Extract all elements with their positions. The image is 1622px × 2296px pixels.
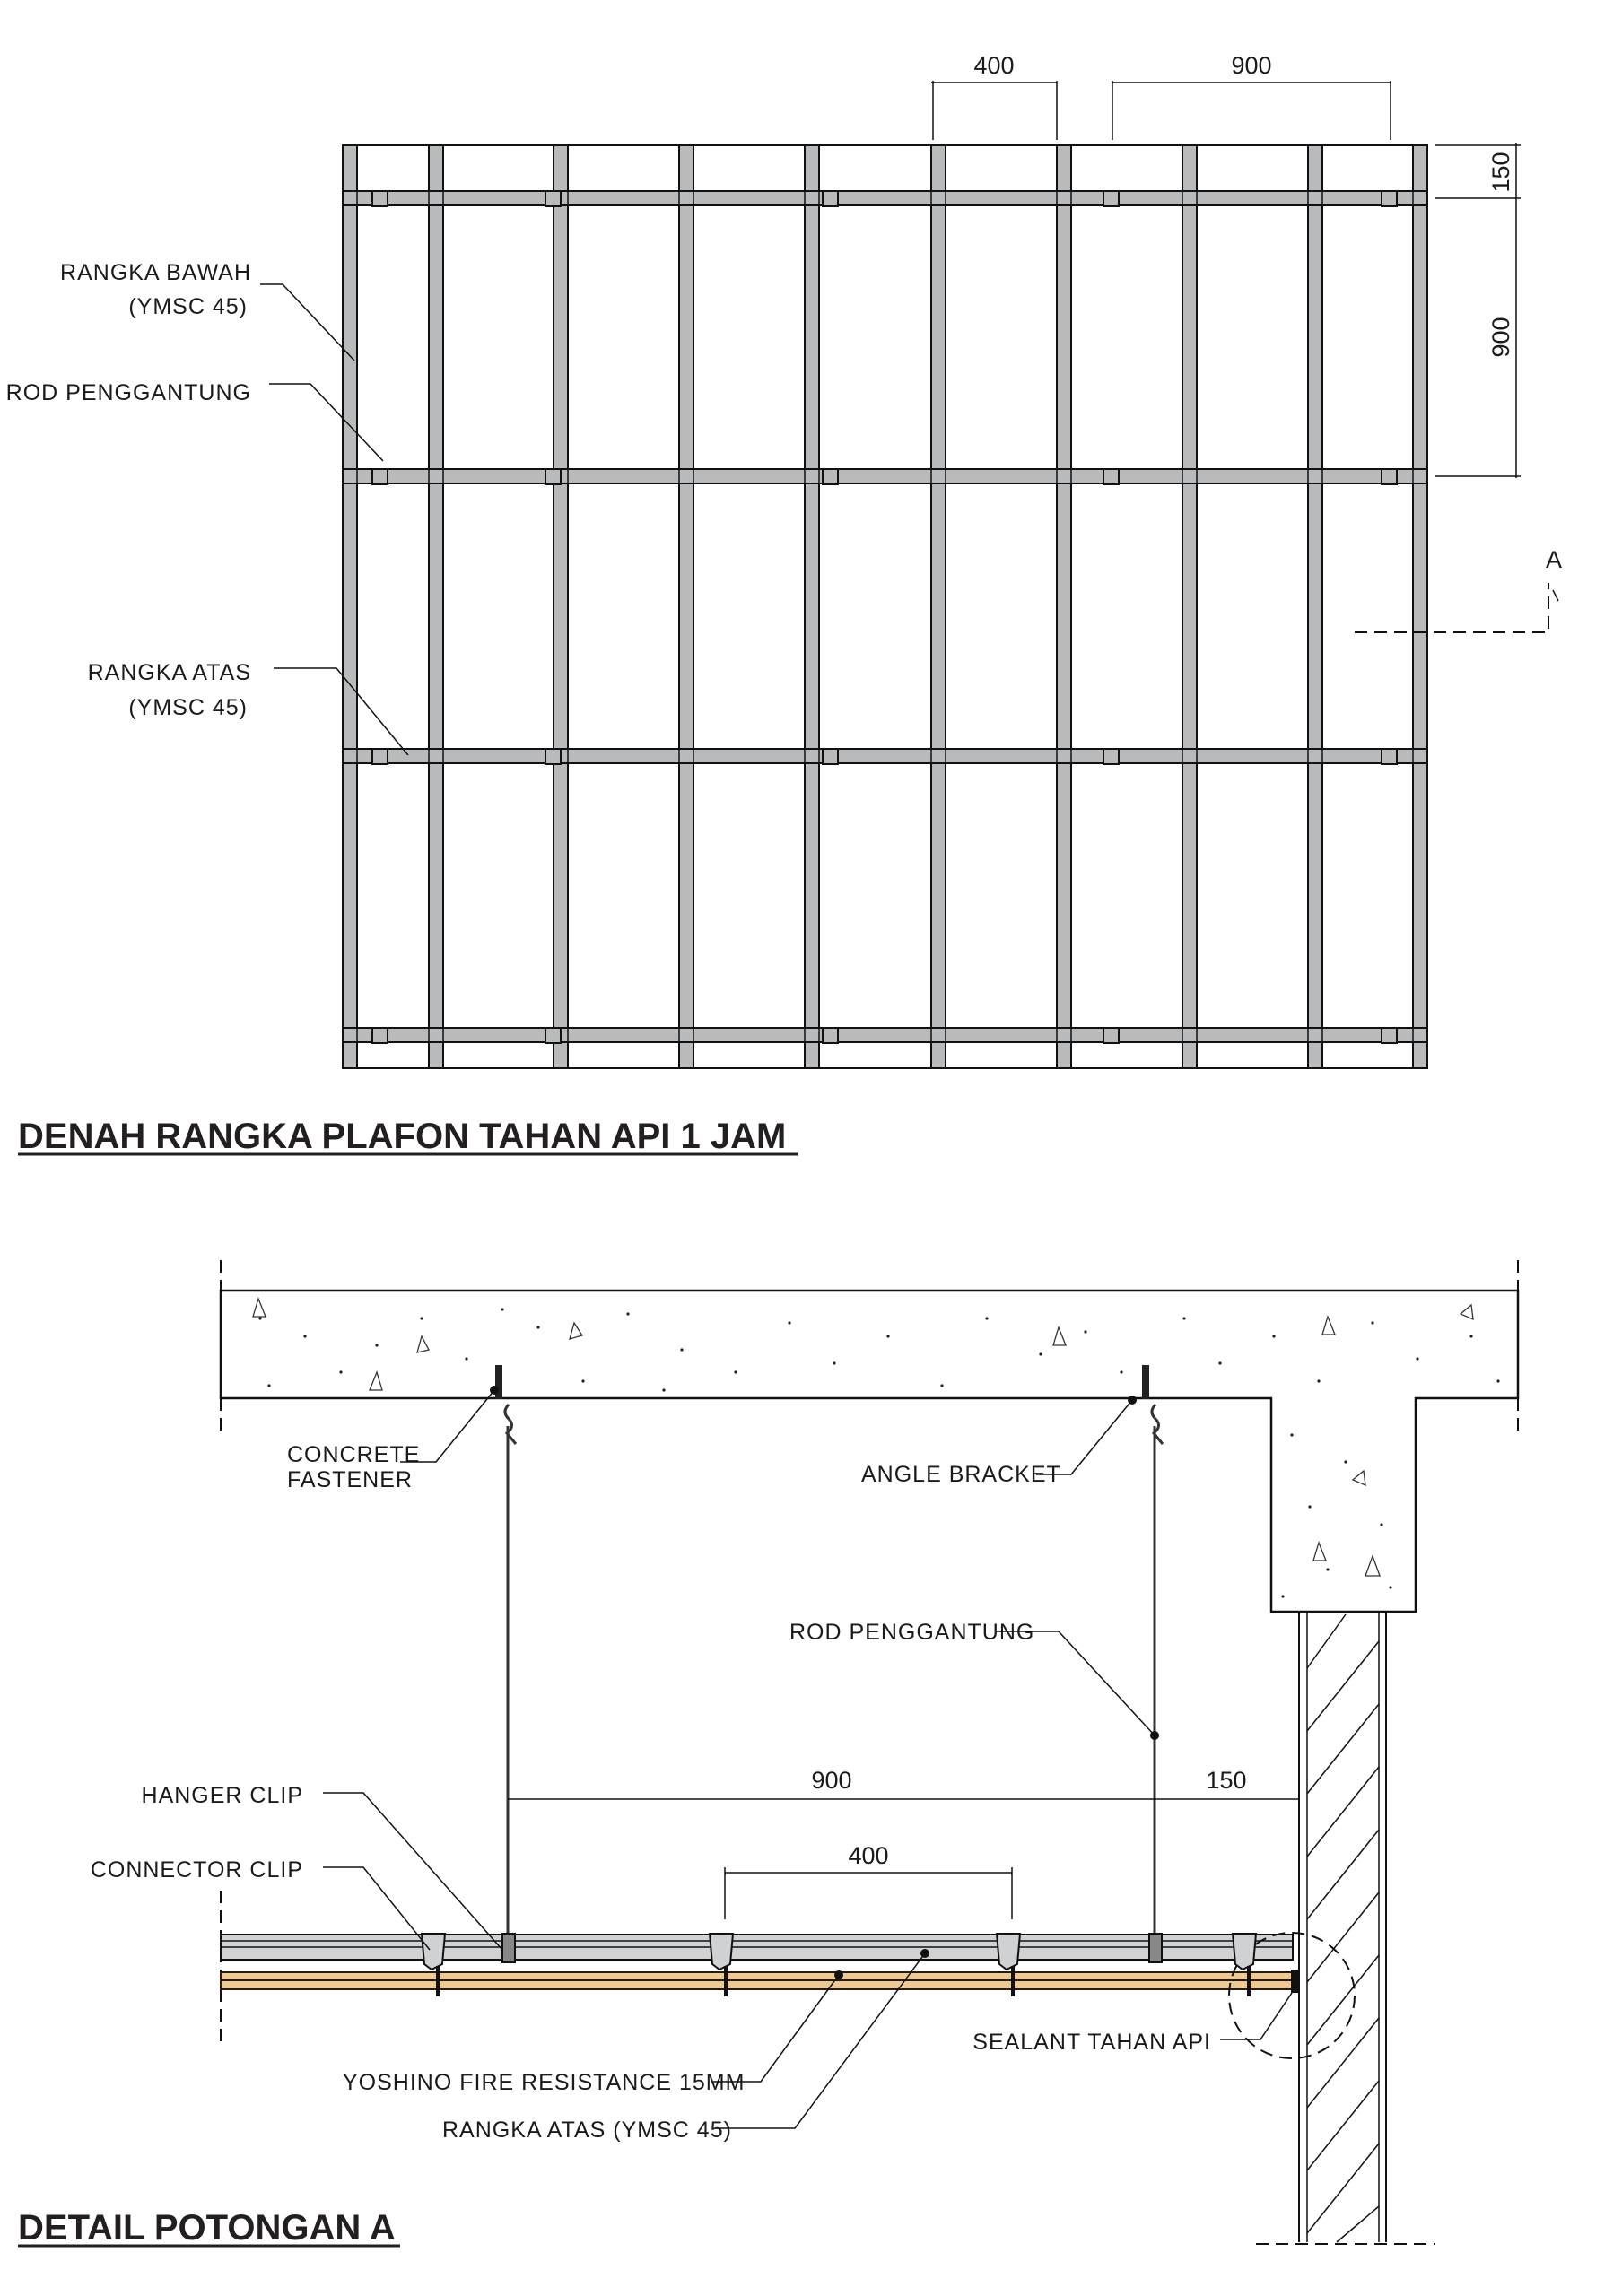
hanger-rod-left bbox=[503, 1403, 518, 1937]
upper-frame-bars bbox=[342, 190, 1428, 1043]
section-dimension-400: 400 bbox=[724, 1842, 1013, 1919]
screws bbox=[436, 1966, 1251, 1996]
label-rangka-atas-section: RANGKA ATAS (YMSC 45) bbox=[442, 1949, 929, 2143]
lower-frame-bars bbox=[342, 144, 1428, 1069]
detail-callout-circle bbox=[1228, 1932, 1356, 2059]
hanger-clips bbox=[501, 1933, 1163, 1963]
svg-text:CONNECTOR CLIP: CONNECTOR CLIP bbox=[91, 1857, 303, 1883]
svg-text:RANGKA BAWAH: RANGKA BAWAH bbox=[60, 260, 251, 285]
section-title: DETAIL POTONGAN A bbox=[18, 2208, 400, 2248]
hanger-rod-markers bbox=[371, 190, 1398, 1044]
hanger-rod-right bbox=[1150, 1403, 1164, 1937]
svg-text:ROD PENGGANTUNG: ROD PENGGANTUNG bbox=[789, 1620, 1034, 1645]
svg-text:A: A bbox=[1546, 546, 1562, 573]
label-rod-penggantung-plan: ROD PENGGANTUNG bbox=[6, 380, 384, 462]
svg-text:ANGLE BRACKET: ANGLE BRACKET bbox=[861, 1462, 1061, 1487]
svg-text:900: 900 bbox=[811, 1767, 851, 1794]
svg-text:DENAH RANGKA PLAFON TAHAN API: DENAH RANGKA PLAFON TAHAN API 1 JAM bbox=[18, 1117, 786, 1156]
svg-text:DETAIL POTONGAN A: DETAIL POTONGAN A bbox=[18, 2208, 396, 2248]
svg-text:150: 150 bbox=[1487, 152, 1514, 192]
svg-text:(YMSC 45): (YMSC 45) bbox=[128, 294, 248, 319]
fire-sealant bbox=[1291, 1970, 1300, 1993]
svg-text:150: 150 bbox=[1206, 1767, 1246, 1794]
plan-dimension-900-horizontal: 900 bbox=[1112, 52, 1391, 140]
label-concrete-fastener: CONCRETE FASTENER bbox=[287, 1389, 495, 1492]
svg-text:SEALANT TAHAN API: SEALANT TAHAN API bbox=[972, 2030, 1211, 2055]
partition-wall bbox=[1256, 1612, 1435, 2245]
upper-channel-ymsc45 bbox=[220, 1934, 1294, 1961]
svg-text:400: 400 bbox=[973, 52, 1014, 79]
svg-text:900: 900 bbox=[1231, 52, 1271, 79]
section-dimension-150: 150 bbox=[1155, 1767, 1299, 1800]
label-rangka-bawah: RANGKA BAWAH (YMSC 45) bbox=[60, 260, 355, 361]
label-rangka-atas-plan: RANGKA ATAS (YMSC 45) bbox=[88, 660, 409, 756]
label-sealant: SEALANT TAHAN API bbox=[972, 1992, 1293, 2055]
ceiling-frame-plan bbox=[342, 144, 1428, 1069]
section-dimension-900: 900 bbox=[508, 1767, 1155, 1800]
svg-text:HANGER CLIP: HANGER CLIP bbox=[142, 1783, 303, 1808]
label-rod-penggantung-section: ROD PENGGANTUNG bbox=[789, 1620, 1155, 1736]
svg-text:YOSHINO FIRE RESISTANCE 15MM: YOSHINO FIRE RESISTANCE 15MM bbox=[343, 2070, 745, 2095]
svg-text:RANGKA ATAS: RANGKA ATAS bbox=[88, 660, 251, 685]
label-hanger-clip: HANGER CLIP bbox=[142, 1783, 503, 1951]
label-board: YOSHINO FIRE RESISTANCE 15MM bbox=[343, 1970, 843, 2095]
svg-text:400: 400 bbox=[848, 1842, 888, 1869]
svg-text:(YMSC 45): (YMSC 45) bbox=[128, 695, 248, 720]
section-cut-marker: A bbox=[1355, 546, 1562, 633]
plan-dimension-vertical: 150 900 bbox=[1435, 144, 1521, 478]
label-connector-clip: CONNECTOR CLIP bbox=[91, 1857, 431, 1951]
svg-text:CONCRETE: CONCRETE bbox=[287, 1442, 420, 1467]
svg-text:RANGKA ATAS (YMSC 45): RANGKA ATAS (YMSC 45) bbox=[442, 2118, 732, 2143]
label-angle-bracket: ANGLE BRACKET bbox=[861, 1399, 1133, 1487]
fire-resistant-board bbox=[220, 1971, 1294, 1990]
svg-text:FASTENER: FASTENER bbox=[287, 1467, 413, 1492]
svg-text:900: 900 bbox=[1487, 317, 1514, 357]
plan-dimension-400: 400 bbox=[931, 52, 1058, 140]
svg-text:ROD PENGGANTUNG: ROD PENGGANTUNG bbox=[6, 380, 251, 405]
plan-title: DENAH RANGKA PLAFON TAHAN API 1 JAM bbox=[18, 1117, 798, 1156]
